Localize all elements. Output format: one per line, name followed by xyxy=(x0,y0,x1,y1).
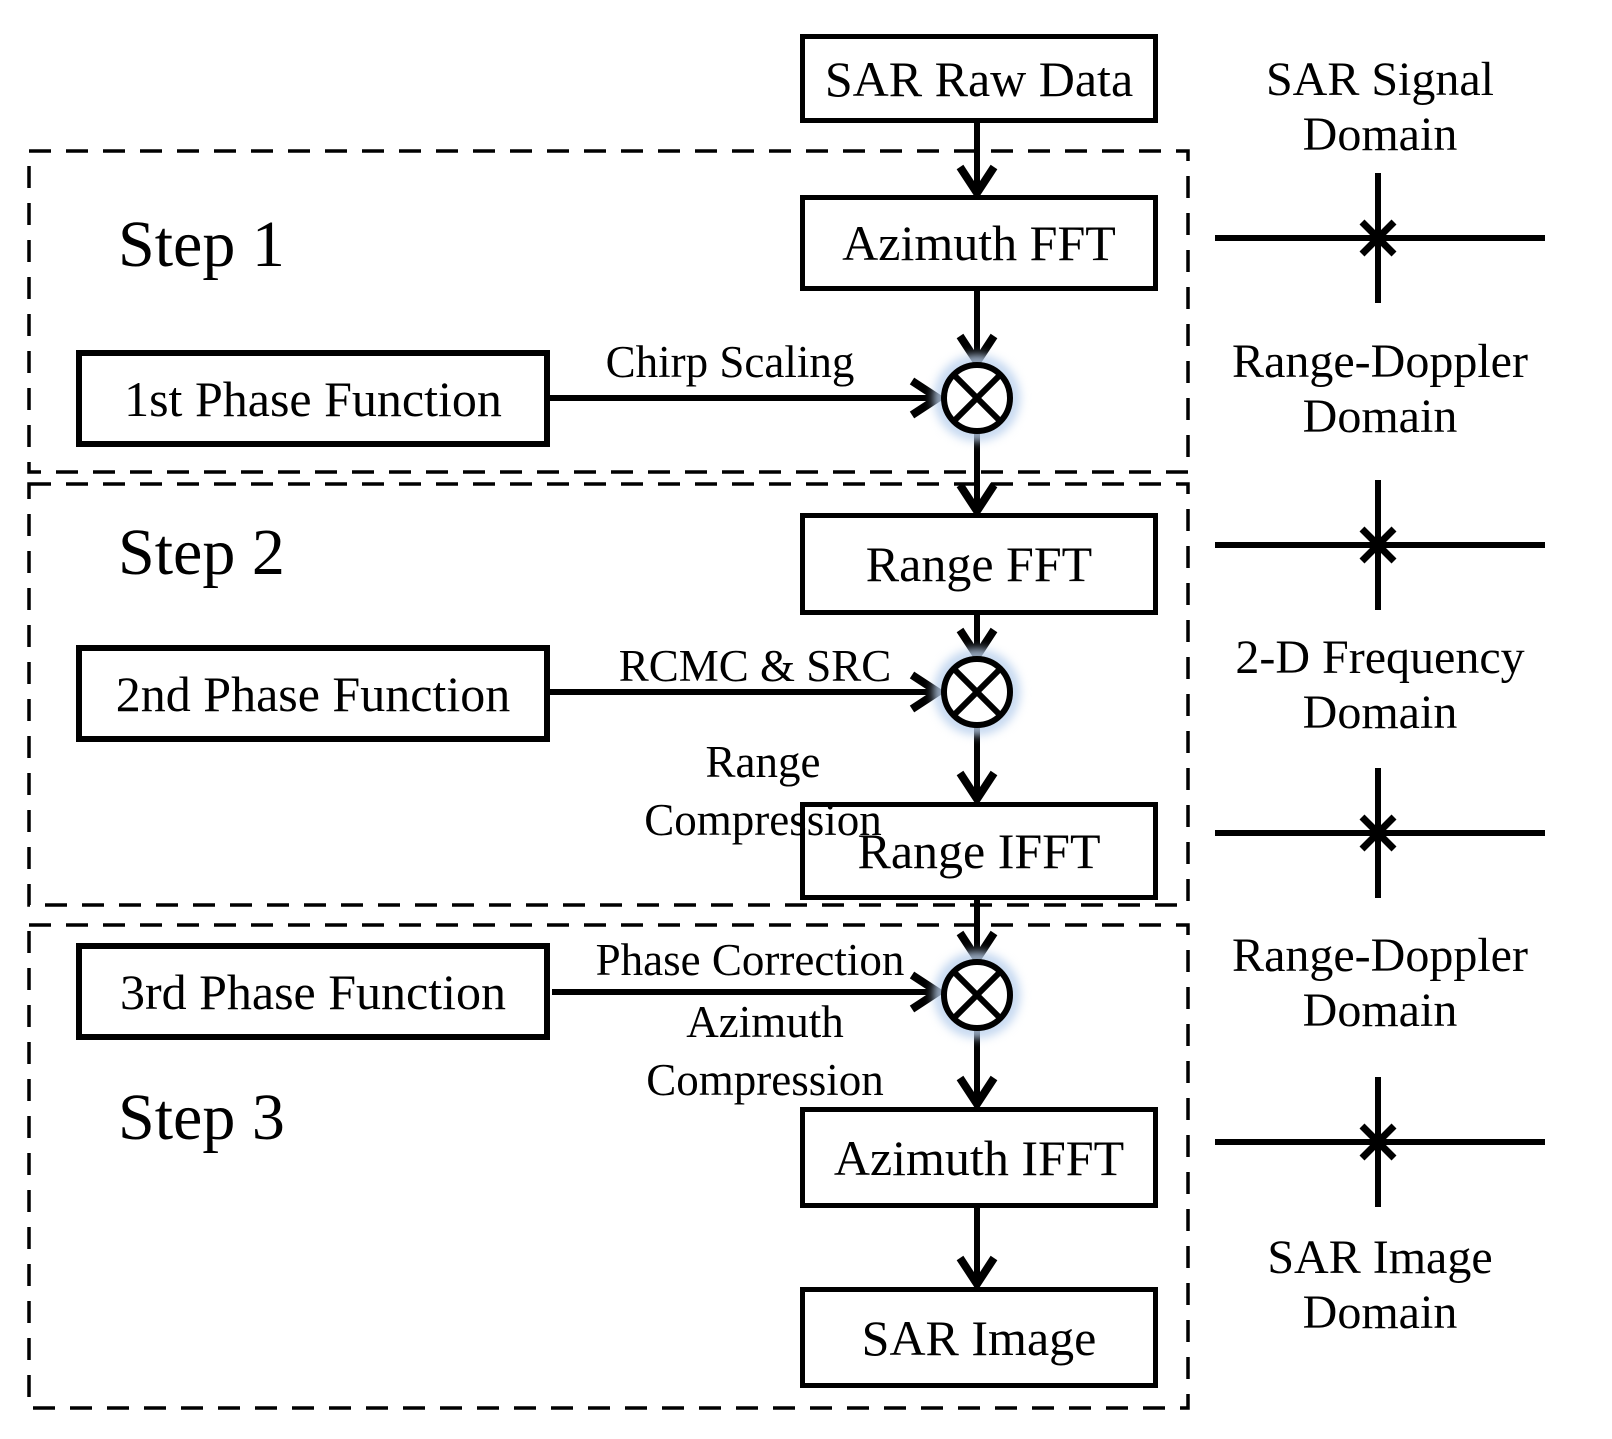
multiplier-symbol-2 xyxy=(934,649,1020,735)
step1-label: Step 1 xyxy=(118,208,285,281)
step3-boundary-box xyxy=(27,923,1190,1410)
node-2nd-phase-function: 2nd Phase Function xyxy=(76,645,550,742)
step3-label: Step 3 xyxy=(118,1081,285,1154)
domain-label-sar-signal: SAR Signal Domain xyxy=(1265,53,1495,162)
domain-label-sar-image: SAR Image Domain xyxy=(1267,1231,1493,1340)
domain-label-range-doppler-2: Range-Doppler Domain xyxy=(1232,929,1528,1038)
node-1st-phase-function: 1st Phase Function xyxy=(76,350,550,447)
node-3rd-phase-function: 3rd Phase Function xyxy=(76,943,550,1040)
domain-crossing-1 xyxy=(1215,173,1545,303)
edge-label-chirp-scaling: Chirp Scaling xyxy=(605,337,855,387)
multiplier-symbol-1 xyxy=(934,355,1020,441)
node-azimuth-fft: Azimuth FFT xyxy=(800,195,1158,291)
step2-label: Step 2 xyxy=(118,516,285,589)
node-azimuth-ifft: Azimuth IFFT xyxy=(800,1107,1158,1208)
node-range-ifft: Range IFFT xyxy=(800,802,1158,900)
domain-label-range-doppler-1: Range-Doppler Domain xyxy=(1232,335,1528,444)
domain-label-2d-frequency: 2-D Frequency Domain xyxy=(1235,631,1525,740)
edge-label-rcmc-src: RCMC & SRC xyxy=(618,641,892,691)
node-sar-image: SAR Image xyxy=(800,1287,1158,1388)
step2-boundary-box xyxy=(27,482,1190,907)
edge-label-phase-correction: Phase Correction xyxy=(595,935,905,985)
node-sar-raw-data: SAR Raw Data xyxy=(800,34,1158,123)
edge-label-azimuth-compression: Azimuth Compression xyxy=(646,997,884,1105)
multiplier-symbol-3 xyxy=(934,952,1020,1038)
domain-crossing-2 xyxy=(1215,480,1545,610)
edge-label-range-compression: Range Compression xyxy=(644,737,882,845)
node-range-fft: Range FFT xyxy=(800,513,1158,615)
domain-crossing-3 xyxy=(1215,768,1545,898)
domain-crossing-4 xyxy=(1215,1077,1545,1207)
